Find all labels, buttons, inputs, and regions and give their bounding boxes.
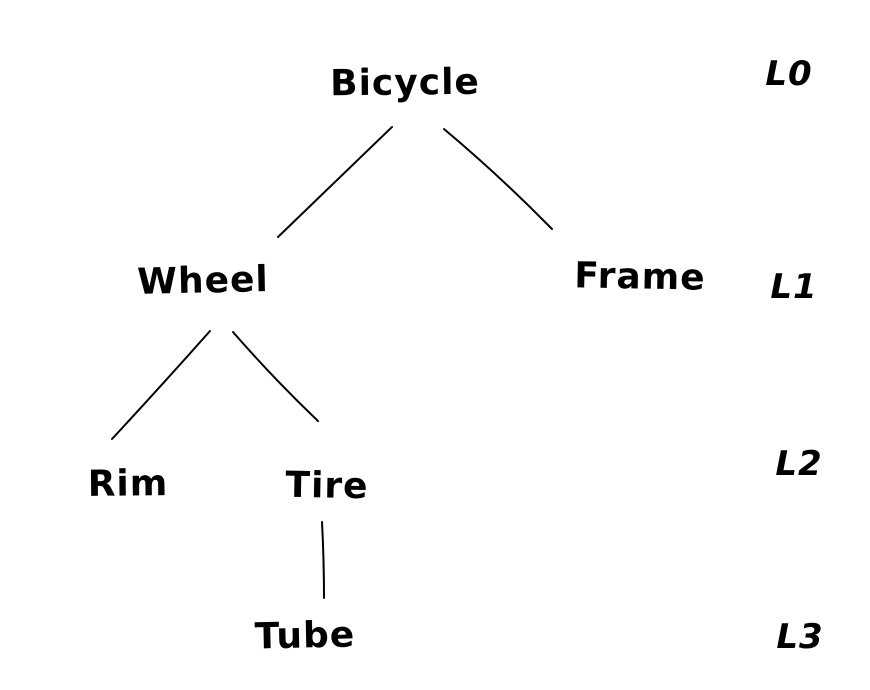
level-label-l2: L2 — [775, 444, 823, 484]
edge-bicycle-frame — [443, 128, 553, 230]
tree-node-tire: Tire — [285, 464, 369, 508]
tree-node-bicycle: Bicycle — [329, 61, 481, 105]
tree-node-wheel: Wheel — [136, 259, 270, 303]
edge-wheel-tire — [232, 331, 319, 422]
tree-node-tube: Tube — [254, 614, 356, 658]
edge-wheel-rim — [111, 330, 211, 440]
level-label-l1: L1 — [770, 267, 818, 307]
level-label-l0: L0 — [765, 54, 813, 94]
edge-tire-tube — [321, 521, 325, 599]
edge-bicycle-wheel — [277, 126, 393, 238]
tree-node-frame: Frame — [574, 255, 706, 299]
tree-node-rim: Rim — [87, 463, 169, 505]
level-label-l3: L3 — [776, 617, 824, 657]
